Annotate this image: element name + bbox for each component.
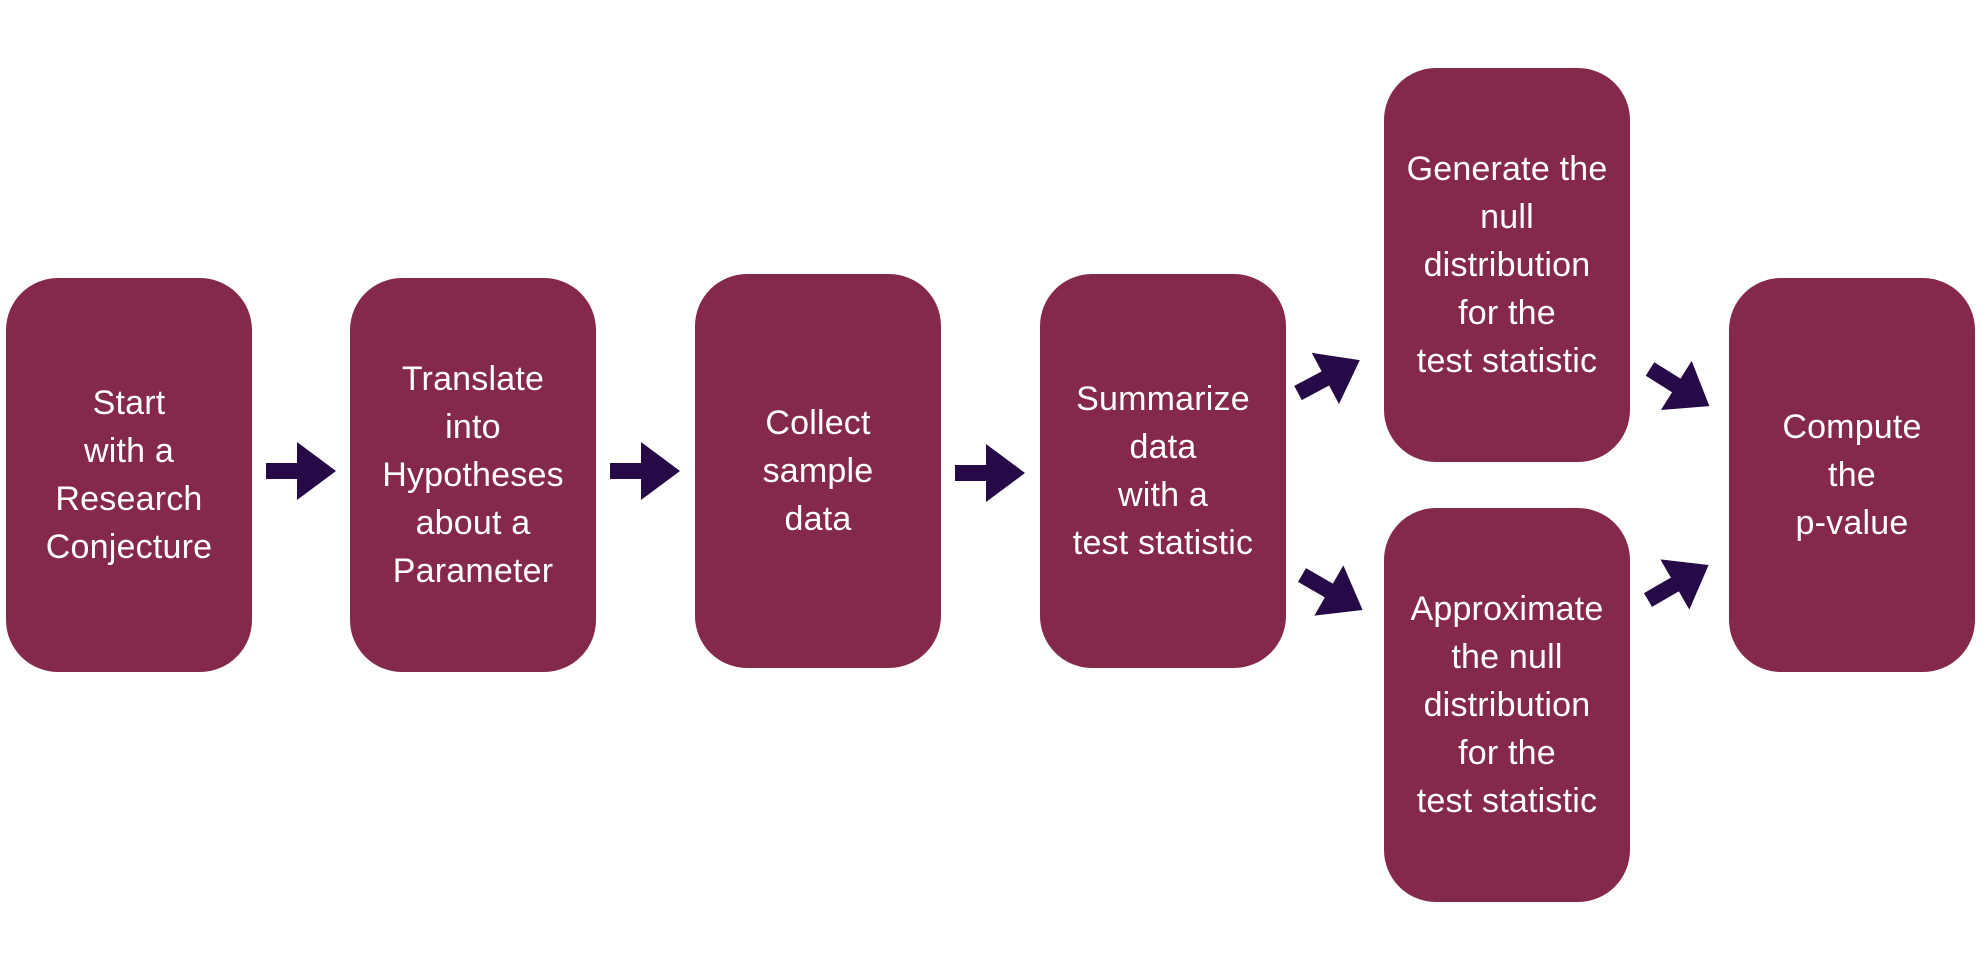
step-collect-box: Collect sample data (695, 274, 941, 668)
step-compute-box: Compute the p-value (1729, 278, 1975, 672)
step-translate-box: Translate into Hypotheses about a Parame… (350, 278, 596, 672)
step-summarize-box: Summarize data with a test statistic (1040, 274, 1286, 668)
step-start-label: Start with a Research Conjecture (45, 384, 213, 566)
arrow-summarize-to-generate-icon (1294, 352, 1360, 405)
step-approximate-box: Approximate the null distribution for th… (1384, 508, 1630, 902)
arrow-start-to-translate-icon (266, 442, 336, 500)
arrow-approximate-to-compute-icon (1644, 559, 1709, 610)
step-generate-box: Generate the null distribution for the t… (1384, 68, 1630, 462)
step-translate-label: Translate into Hypotheses about a Parame… (382, 360, 564, 590)
arrow-collect-to-summarize-icon (955, 444, 1025, 502)
step-generate-label: Generate the null distribution for the t… (1406, 150, 1608, 380)
step-approximate-label: Approximate the null distribution for th… (1410, 590, 1604, 820)
step-summarize-label: Summarize data with a test statistic (1072, 380, 1254, 562)
step-collect-label: Collect sample data (762, 404, 874, 538)
step-start-box: Start with a Research Conjecture (6, 278, 252, 672)
step-compute-label: Compute the p-value (1782, 408, 1922, 542)
arrow-translate-to-collect-icon (610, 442, 680, 500)
arrow-generate-to-compute-icon (1645, 360, 1710, 411)
arrow-summarize-to-approximate-icon (1298, 565, 1363, 616)
